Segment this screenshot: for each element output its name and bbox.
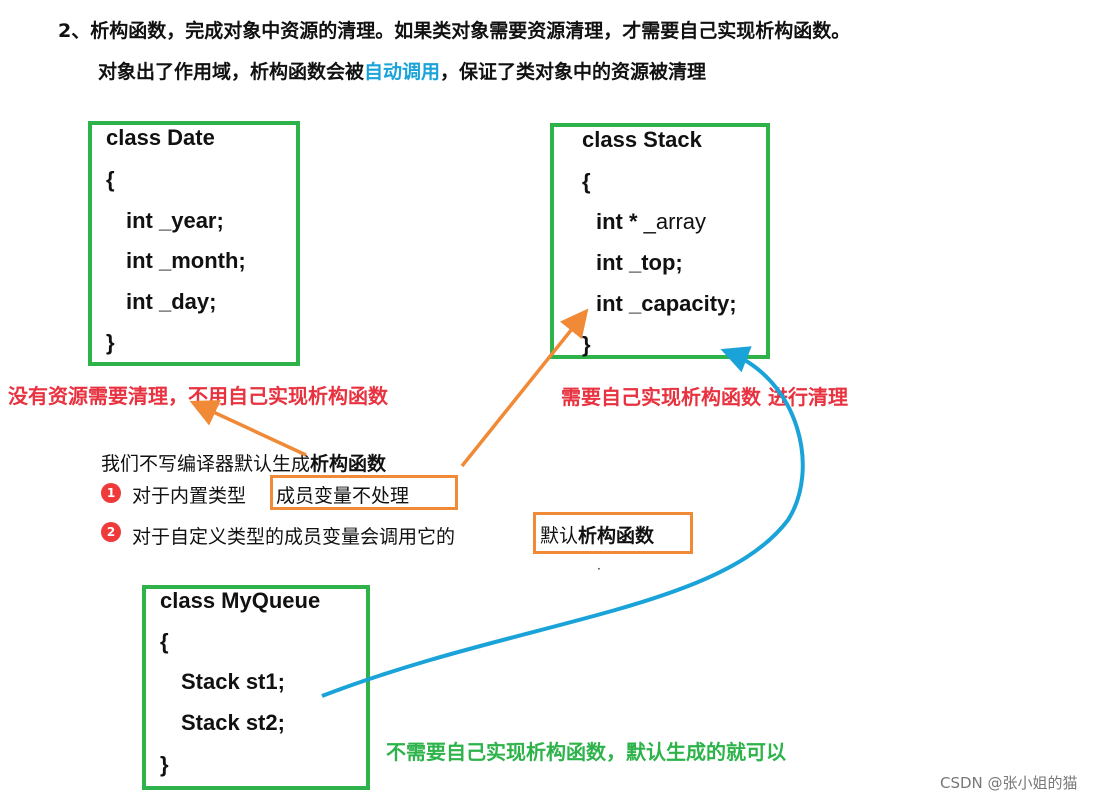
rule-2-plain: 对于自定义类型的成员变量会调用它的 [132,526,456,548]
rule-1-plain: 对于内置类型 [132,485,247,507]
rule-1-badge: 1 [101,483,121,503]
rule-2-badge: 2 [101,522,121,542]
watermark: CSDN @张小姐的猫 [940,774,1078,792]
stack-line-5: } [582,332,591,357]
rules-intro: 我们不写编译器默认生成析构函数 [101,449,386,476]
stack-line-3: int _top; [596,250,683,275]
rule-2-boxed-plain: 默认 [540,525,579,547]
date-line-5: } [106,330,115,355]
stack-line-2-type: int * [596,209,644,234]
stack-line-0: class Stack [582,127,702,152]
note-need-impl: 需要自己实现析构函数 进行清理 [561,385,848,409]
myqueue-line-3: Stack st2; [181,710,285,735]
heading-highlight-auto-call: 自动调用 [364,61,441,83]
rule-2-boxed-bold: 析构函数 [578,525,655,547]
date-line-0: class Date [106,125,215,150]
stack-class-box [550,123,770,359]
rule-1-boxed: 成员变量不处理 [276,485,410,507]
rule-2-boxed: 默认析构函数 [540,521,654,548]
heading-line-2-pre: 对象出了作用域，析构函数会被 [98,61,365,83]
rules-intro-bold: 析构函数 [310,453,387,475]
heading-line-2-post: ，保证了类对象中的资源被清理 [440,61,707,83]
stack-line-1: { [582,169,591,194]
stack-line-4: int _capacity; [596,291,737,316]
heading-line-2: 对象出了作用域，析构函数会被自动调用，保证了类对象中的资源被清理 [98,57,706,84]
date-line-3: int _month; [126,248,246,273]
date-line-1: { [106,167,115,192]
stack-line-2: int * _array [596,209,706,235]
heading-line-1: 2、析构函数，完成对象中资源的清理。如果类对象需要资源清理，才需要自己实现析构函… [58,20,851,42]
myqueue-line-4: } [160,752,169,777]
note-no-resource: 没有资源需要清理，不用自己实现析构函数 [8,384,388,408]
myqueue-line-0: class MyQueue [160,588,321,613]
note-no-need-impl: 不需要自己实现析构函数，默认生成的就可以 [386,740,786,764]
rules-intro-plain: 我们不写编译器默认生成 [101,453,311,475]
stray-mark: · [597,562,601,576]
stack-line-2-name: _array [643,209,707,234]
date-line-2: int _year; [126,208,224,233]
date-line-4: int _day; [126,289,217,314]
myqueue-line-2: Stack st1; [181,669,285,694]
orange-arrow-to-no-resource-note [189,400,307,457]
myqueue-line-1: { [160,629,169,654]
date-class-box [88,121,300,366]
